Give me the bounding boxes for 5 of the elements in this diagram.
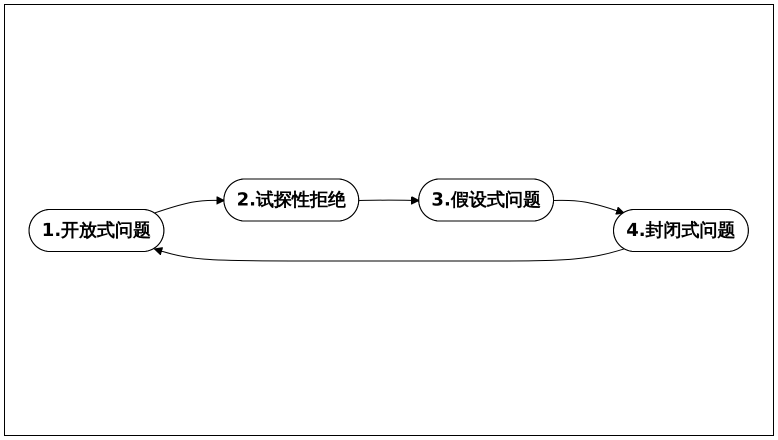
arrow <box>359 196 420 205</box>
diagram-frame: 1.开放式问题 2.试探性拒绝 3.假设式问题 4.封闭式问题 <box>4 4 774 436</box>
arrow <box>554 200 625 215</box>
arrow <box>154 247 625 262</box>
arrow <box>154 196 226 214</box>
